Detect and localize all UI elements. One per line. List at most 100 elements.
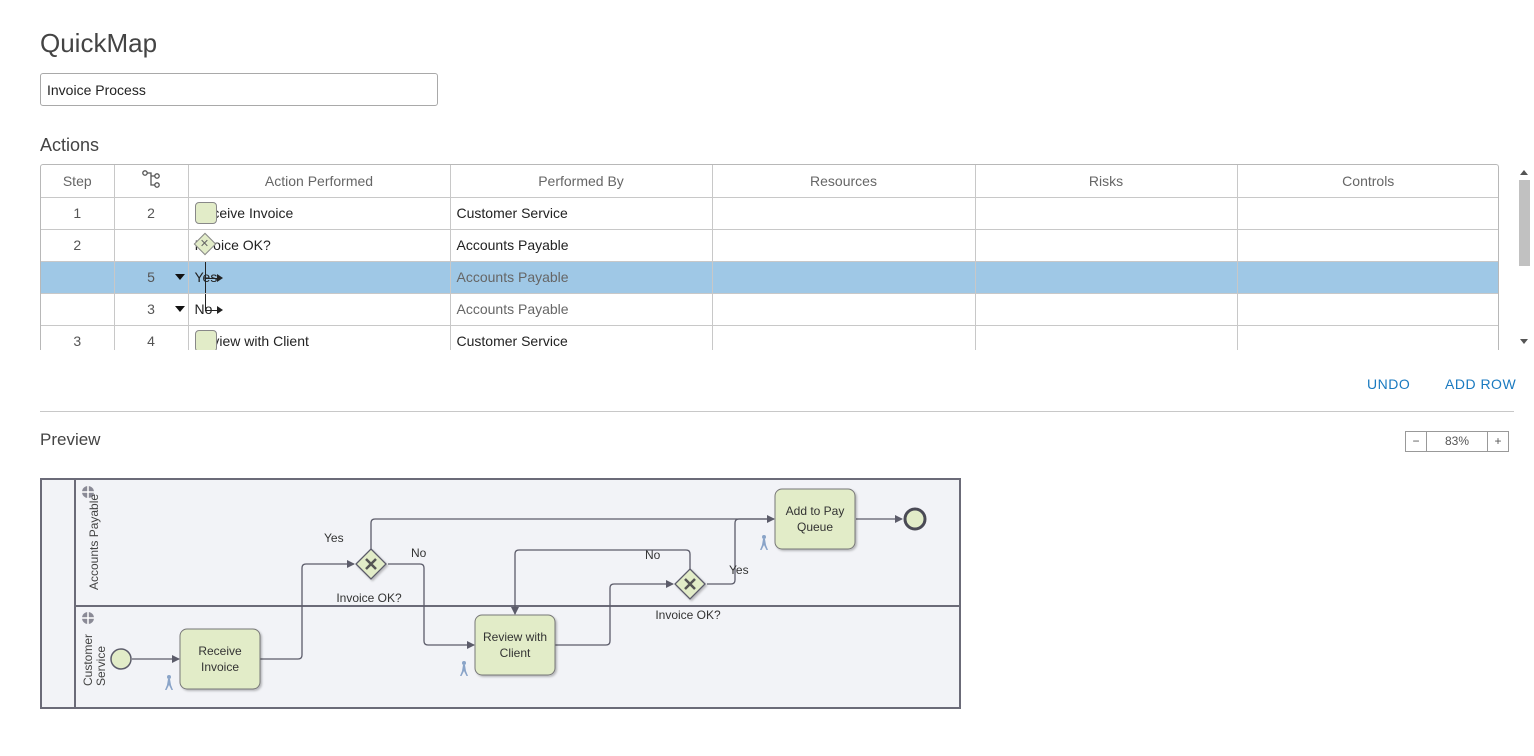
branch-arrow-line [204, 309, 219, 311]
cell-risks[interactable] [975, 293, 1238, 326]
task-label: Review with [483, 630, 547, 644]
cell-branch[interactable]: 3 [114, 293, 189, 326]
branch-connector [204, 261, 206, 292]
col-risks[interactable]: Risks [975, 165, 1238, 198]
cell-branch[interactable]: 2 [114, 197, 189, 230]
scroll-thumb[interactable] [1519, 180, 1530, 266]
grid-scrollbar[interactable] [1517, 166, 1531, 350]
cell-resources[interactable] [712, 293, 976, 326]
zoom-in-button[interactable]: + [1494, 434, 1502, 448]
start-event[interactable] [110, 648, 132, 670]
col-step[interactable]: Step [41, 165, 115, 198]
cell-controls[interactable] [1237, 197, 1498, 230]
action-label: No [194, 301, 213, 317]
col-branch[interactable] [114, 165, 189, 198]
cell-step[interactable] [41, 293, 115, 326]
task-shape [179, 628, 261, 690]
flow-gateway2-yes [707, 518, 774, 585]
gateway-x-icon: ✕ [199, 237, 210, 250]
cell-risks[interactable] [975, 325, 1238, 350]
cell-risks[interactable] [975, 197, 1238, 230]
zoom-out-button[interactable]: − [1412, 434, 1420, 448]
task-review-with-client[interactable]: Review with Client [474, 614, 556, 676]
cell-branch[interactable] [114, 229, 189, 262]
flow-connectors [132, 515, 903, 663]
lane-person-icon [82, 486, 94, 498]
task-shape [774, 488, 856, 550]
cell-performed-by[interactable]: Accounts Payable [450, 261, 713, 294]
branch-icon [142, 170, 160, 189]
cell-risks[interactable] [975, 229, 1238, 262]
cell-resources[interactable] [712, 325, 976, 350]
performer-icon [460, 661, 468, 676]
cell-action[interactable]: Review with Client [188, 325, 451, 350]
cell-action[interactable]: Yes [188, 261, 451, 294]
task-receive-invoice[interactable]: Receive Invoice [179, 628, 261, 690]
performer-icon [165, 675, 173, 690]
table-row[interactable]: 3 No Accounts Payable [41, 293, 1498, 326]
lane-person-icon [82, 612, 94, 624]
cell-performed-by[interactable]: Accounts Payable [450, 229, 713, 262]
flow-receive-to-gateway1 [260, 560, 355, 660]
lane-accounts-payable[interactable]: Accounts Payable [82, 486, 101, 590]
flow-label-yes: Yes [729, 563, 749, 577]
cell-step[interactable]: 3 [41, 325, 115, 350]
cell-controls[interactable] [1237, 325, 1498, 350]
cell-resources[interactable] [712, 197, 976, 230]
cell-step[interactable] [41, 261, 115, 294]
cell-step[interactable]: 1 [41, 197, 115, 230]
cell-controls[interactable] [1237, 261, 1498, 294]
lane-label-line: Customer [81, 634, 95, 686]
action-label: Receive Invoice [194, 205, 294, 221]
process-diagram[interactable]: Accounts Payable Customer Service Receiv… [40, 478, 962, 710]
branch-arrow-line [204, 277, 219, 279]
action-label: Yes [194, 269, 218, 285]
col-controls[interactable]: Controls [1237, 165, 1498, 198]
cell-action[interactable]: ✕ Invoice OK? [188, 229, 451, 262]
add-row-button[interactable]: ADD ROW [1445, 376, 1517, 392]
table-row[interactable]: 3 4 Review with Client Customer Service [41, 325, 1498, 350]
table-row[interactable]: 2 ✕ Invoice OK? Accounts Payable [41, 229, 1498, 262]
process-name-input[interactable] [40, 73, 438, 106]
lane-customer-service[interactable]: Customer Service [81, 612, 108, 686]
scroll-down-icon[interactable] [1520, 339, 1528, 344]
cell-controls[interactable] [1237, 293, 1498, 326]
section-divider [40, 411, 1514, 412]
col-resources[interactable]: Resources [712, 165, 976, 198]
branch-dropdown-icon[interactable] [174, 305, 185, 312]
task-label: Invoice [201, 660, 239, 674]
gateway-invoice-ok-2[interactable]: Invoice OK? [655, 568, 721, 622]
cell-branch[interactable]: 5 [114, 261, 189, 294]
lane-label-customer-service: Customer Service [81, 631, 108, 686]
cell-performed-by[interactable]: Accounts Payable [450, 293, 713, 326]
gateway-label: Invoice OK? [336, 591, 402, 605]
grid-header-row: Step Action Performed Performed By Resou… [41, 165, 1498, 198]
zoom-level: 83% [1426, 432, 1488, 451]
cell-risks[interactable] [975, 261, 1238, 294]
col-action[interactable]: Action Performed [188, 165, 451, 198]
undo-button[interactable]: UNDO [1367, 376, 1411, 392]
flow-gateway2-no [511, 549, 691, 615]
cell-performed-by[interactable]: Customer Service [450, 325, 713, 350]
cell-controls[interactable] [1237, 229, 1498, 262]
col-performed-by[interactable]: Performed By [450, 165, 713, 198]
gateway-invoice-ok-1[interactable]: Invoice OK? [336, 548, 402, 605]
cell-branch[interactable]: 4 [114, 325, 189, 350]
cell-action[interactable]: No [188, 293, 451, 326]
arrow-right-icon [216, 305, 223, 314]
cell-step[interactable]: 2 [41, 229, 115, 262]
task-label: Client [500, 646, 531, 660]
cell-action[interactable]: Receive Invoice [188, 197, 451, 230]
cell-performed-by[interactable]: Customer Service [450, 197, 713, 230]
task-label: Add to Pay [786, 504, 845, 518]
arrow-right-icon [216, 273, 223, 282]
task-shape [474, 614, 556, 676]
task-add-to-pay-queue[interactable]: Add to Pay Queue [774, 488, 856, 550]
table-row[interactable]: 1 2 Receive Invoice Customer Service [41, 197, 1498, 230]
end-event[interactable] [903, 507, 927, 531]
scroll-up-icon[interactable] [1520, 170, 1528, 175]
table-row[interactable]: 5 Yes Accounts Payable [41, 261, 1498, 294]
cell-resources[interactable] [712, 229, 976, 262]
branch-dropdown-icon[interactable] [174, 273, 185, 280]
cell-resources[interactable] [712, 261, 976, 294]
